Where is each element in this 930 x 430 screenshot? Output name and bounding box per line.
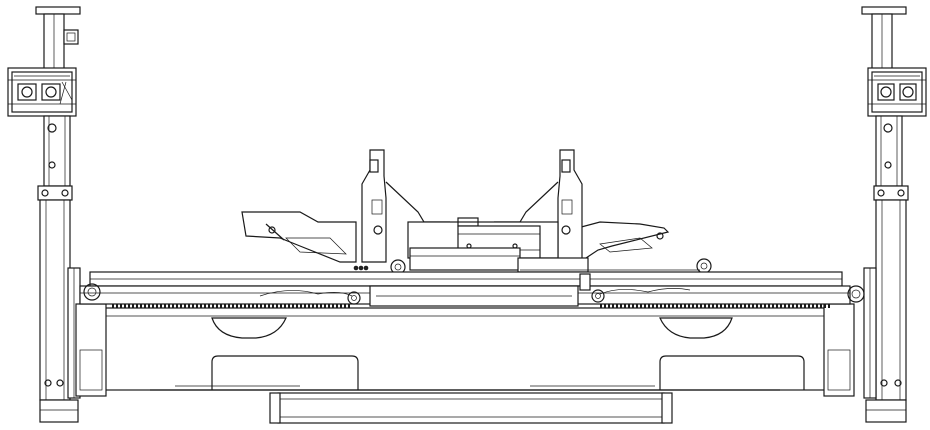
main-beam [79, 271, 865, 307]
bottom-plate [269, 392, 673, 424]
base-tray [75, 303, 855, 397]
left-jack-leg [7, 6, 81, 423]
right-jack-leg [861, 6, 927, 423]
beam-support-lobes [211, 317, 733, 339]
center-frame [241, 149, 712, 275]
